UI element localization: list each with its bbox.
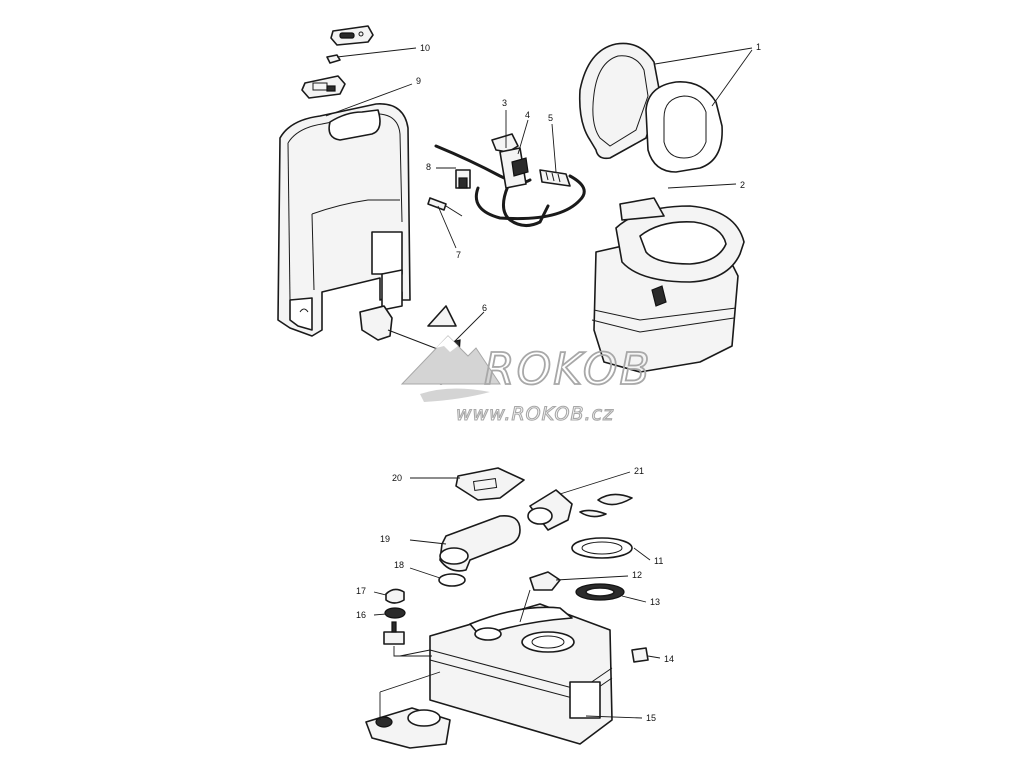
leader-lines <box>325 47 753 720</box>
callout-20: 20 <box>392 473 402 483</box>
callout-21: 21 <box>634 466 644 476</box>
callout-14: 14 <box>664 654 674 664</box>
callout-numbers: 1 2 3 4 5 6 7 8 9 10 11 12 13 14 15 16 1… <box>356 42 761 723</box>
watermark: ROKOB www.ROKOB.cz <box>400 335 652 426</box>
pour-out-elbow <box>439 514 521 572</box>
callout-15: 15 <box>646 713 656 723</box>
watermark-url: www.ROKOB.cz <box>456 403 614 425</box>
callout-10: 10 <box>420 43 430 53</box>
level-indicator-panel <box>301 75 346 99</box>
callout-6: 6 <box>482 303 487 313</box>
callout-11: 11 <box>654 556 663 566</box>
callout-5: 5 <box>548 113 553 123</box>
callout-18: 18 <box>394 560 404 570</box>
small-caps <box>383 588 649 663</box>
tank-base-fitting <box>365 707 451 749</box>
callout-3: 3 <box>502 98 507 108</box>
seat-lids <box>578 42 723 173</box>
callout-13: 13 <box>650 597 660 607</box>
seal-gaskets <box>571 537 633 601</box>
callout-2: 2 <box>740 180 745 190</box>
watermark-logo-text: ROKOB <box>484 344 652 395</box>
cassette-tank <box>429 603 613 745</box>
o-ring <box>438 573 466 587</box>
callout-12: 12 <box>632 570 642 580</box>
callout-17: 17 <box>356 586 366 596</box>
callout-4: 4 <box>525 110 530 120</box>
callout-1: 1 <box>756 42 761 52</box>
mountain-logo-icon <box>400 335 501 402</box>
flush-button-plate <box>326 25 374 64</box>
spout-nozzle <box>527 489 633 531</box>
toilet-body <box>591 197 745 373</box>
callout-16: 16 <box>356 610 366 620</box>
callout-19: 19 <box>380 534 390 544</box>
pour-out-cover <box>455 467 525 501</box>
flush-hose-assembly <box>427 133 586 227</box>
callout-7: 7 <box>456 250 461 260</box>
housing-shell <box>277 103 411 337</box>
valve-mechanism <box>529 571 561 591</box>
callout-9: 9 <box>416 76 421 86</box>
callout-8: 8 <box>426 162 431 172</box>
